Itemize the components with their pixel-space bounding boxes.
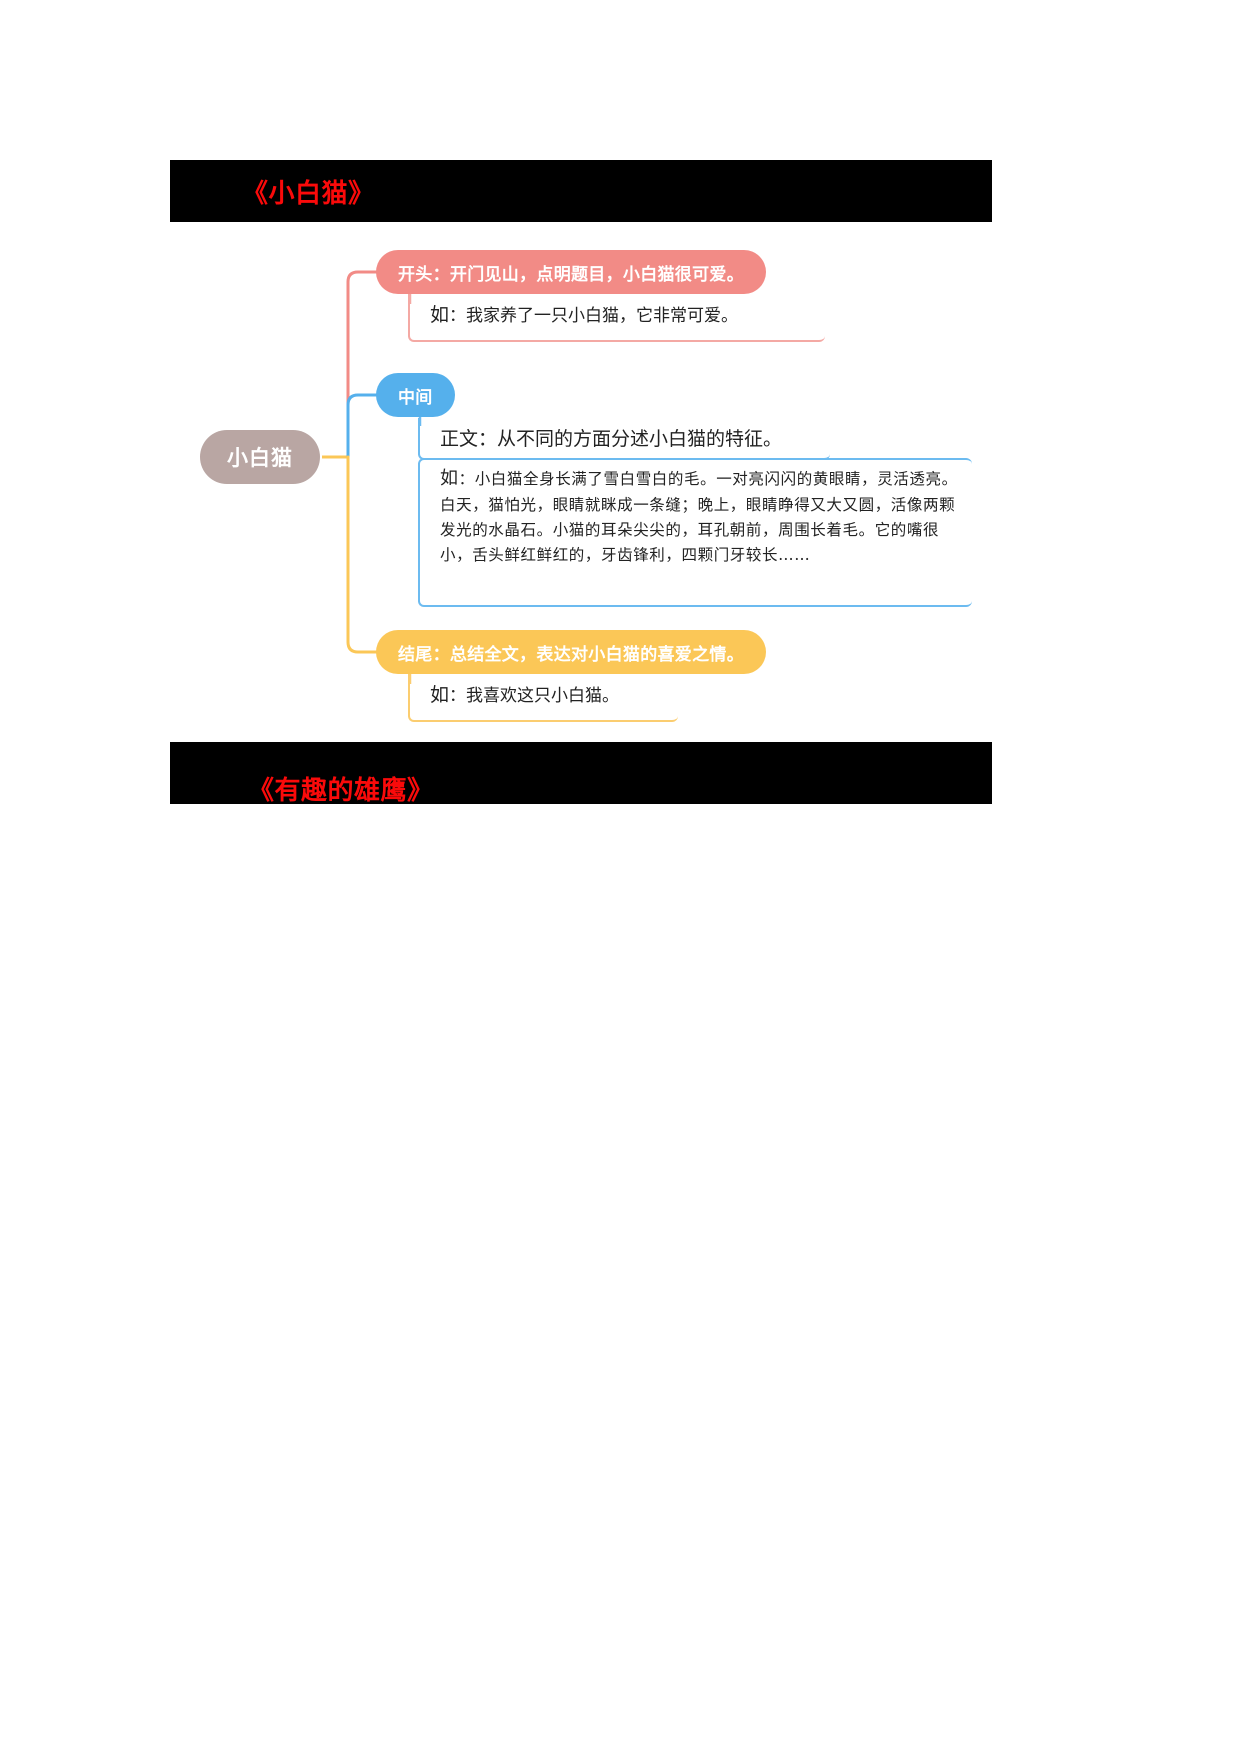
- middle-example-lead: 如: [440, 468, 459, 489]
- middle-subheading-block: 正文：从不同的方面分述小白猫的特征。: [418, 418, 830, 460]
- opening-example-block: 如：我家养了一只小白猫，它非常可爱。: [408, 294, 825, 342]
- branch-node-ending-label: 结尾：总结全文，表达对小白猫的喜爱之情。: [398, 644, 744, 664]
- branch-node-middle-label: 中间: [398, 387, 433, 407]
- middle-subheading-text: 正文：从不同的方面分述小白猫的特征。: [440, 429, 783, 450]
- bottom-banner-title: 《有趣的雄鹰》: [248, 774, 434, 805]
- mindmap-root-node[interactable]: 小白猫: [200, 430, 320, 484]
- top-title-banner: 《小白猫》: [170, 160, 992, 222]
- branch-node-ending[interactable]: 结尾：总结全文，表达对小白猫的喜爱之情。: [376, 630, 766, 674]
- top-banner-title: 《小白猫》: [242, 177, 375, 208]
- mindmap-connectors: [322, 270, 422, 684]
- branch-node-opening-label: 开头：开门见山，点明题目，小白猫很可爱。: [398, 264, 744, 284]
- ending-example-block: 如：我喜欢这只小白猫。: [408, 674, 678, 722]
- root-node-label: 小白猫: [227, 447, 293, 470]
- mindmap-diagram: 小白猫 开头：开门见山，点明题目，小白猫很可爱。 如：我家养了一只小白猫，它非常…: [0, 230, 1240, 740]
- bottom-title-banner: 《有趣的雄鹰》: [170, 742, 992, 805]
- opening-example-text: 如：我家养了一只小白猫，它非常可爱。: [408, 294, 823, 330]
- middle-example-body: ：小白猫全身长满了雪白雪白的毛。一对亮闪闪的黄眼睛，灵活透亮。白天，猫怕光，眼睛…: [440, 470, 958, 565]
- ending-example-lead: 如: [430, 684, 450, 706]
- middle-example-text: 如：小白猫全身长满了雪白雪白的毛。一对亮闪闪的黄眼睛，灵活透亮。白天，猫怕光，眼…: [418, 458, 970, 572]
- branch-node-middle[interactable]: 中间: [376, 373, 455, 417]
- branch-node-opening[interactable]: 开头：开门见山，点明题目，小白猫很可爱。: [376, 250, 766, 294]
- opening-example-body: ：我家养了一只小白猫，它非常可爱。: [449, 306, 739, 326]
- middle-example-block: 如：小白猫全身长满了雪白雪白的毛。一对亮闪闪的黄眼睛，灵活透亮。白天，猫怕光，眼…: [418, 458, 972, 607]
- ending-example-text: 如：我喜欢这只小白猫。: [408, 674, 676, 710]
- opening-example-lead: 如: [430, 304, 450, 326]
- ending-example-body: ：我喜欢这只小白猫。: [449, 686, 620, 706]
